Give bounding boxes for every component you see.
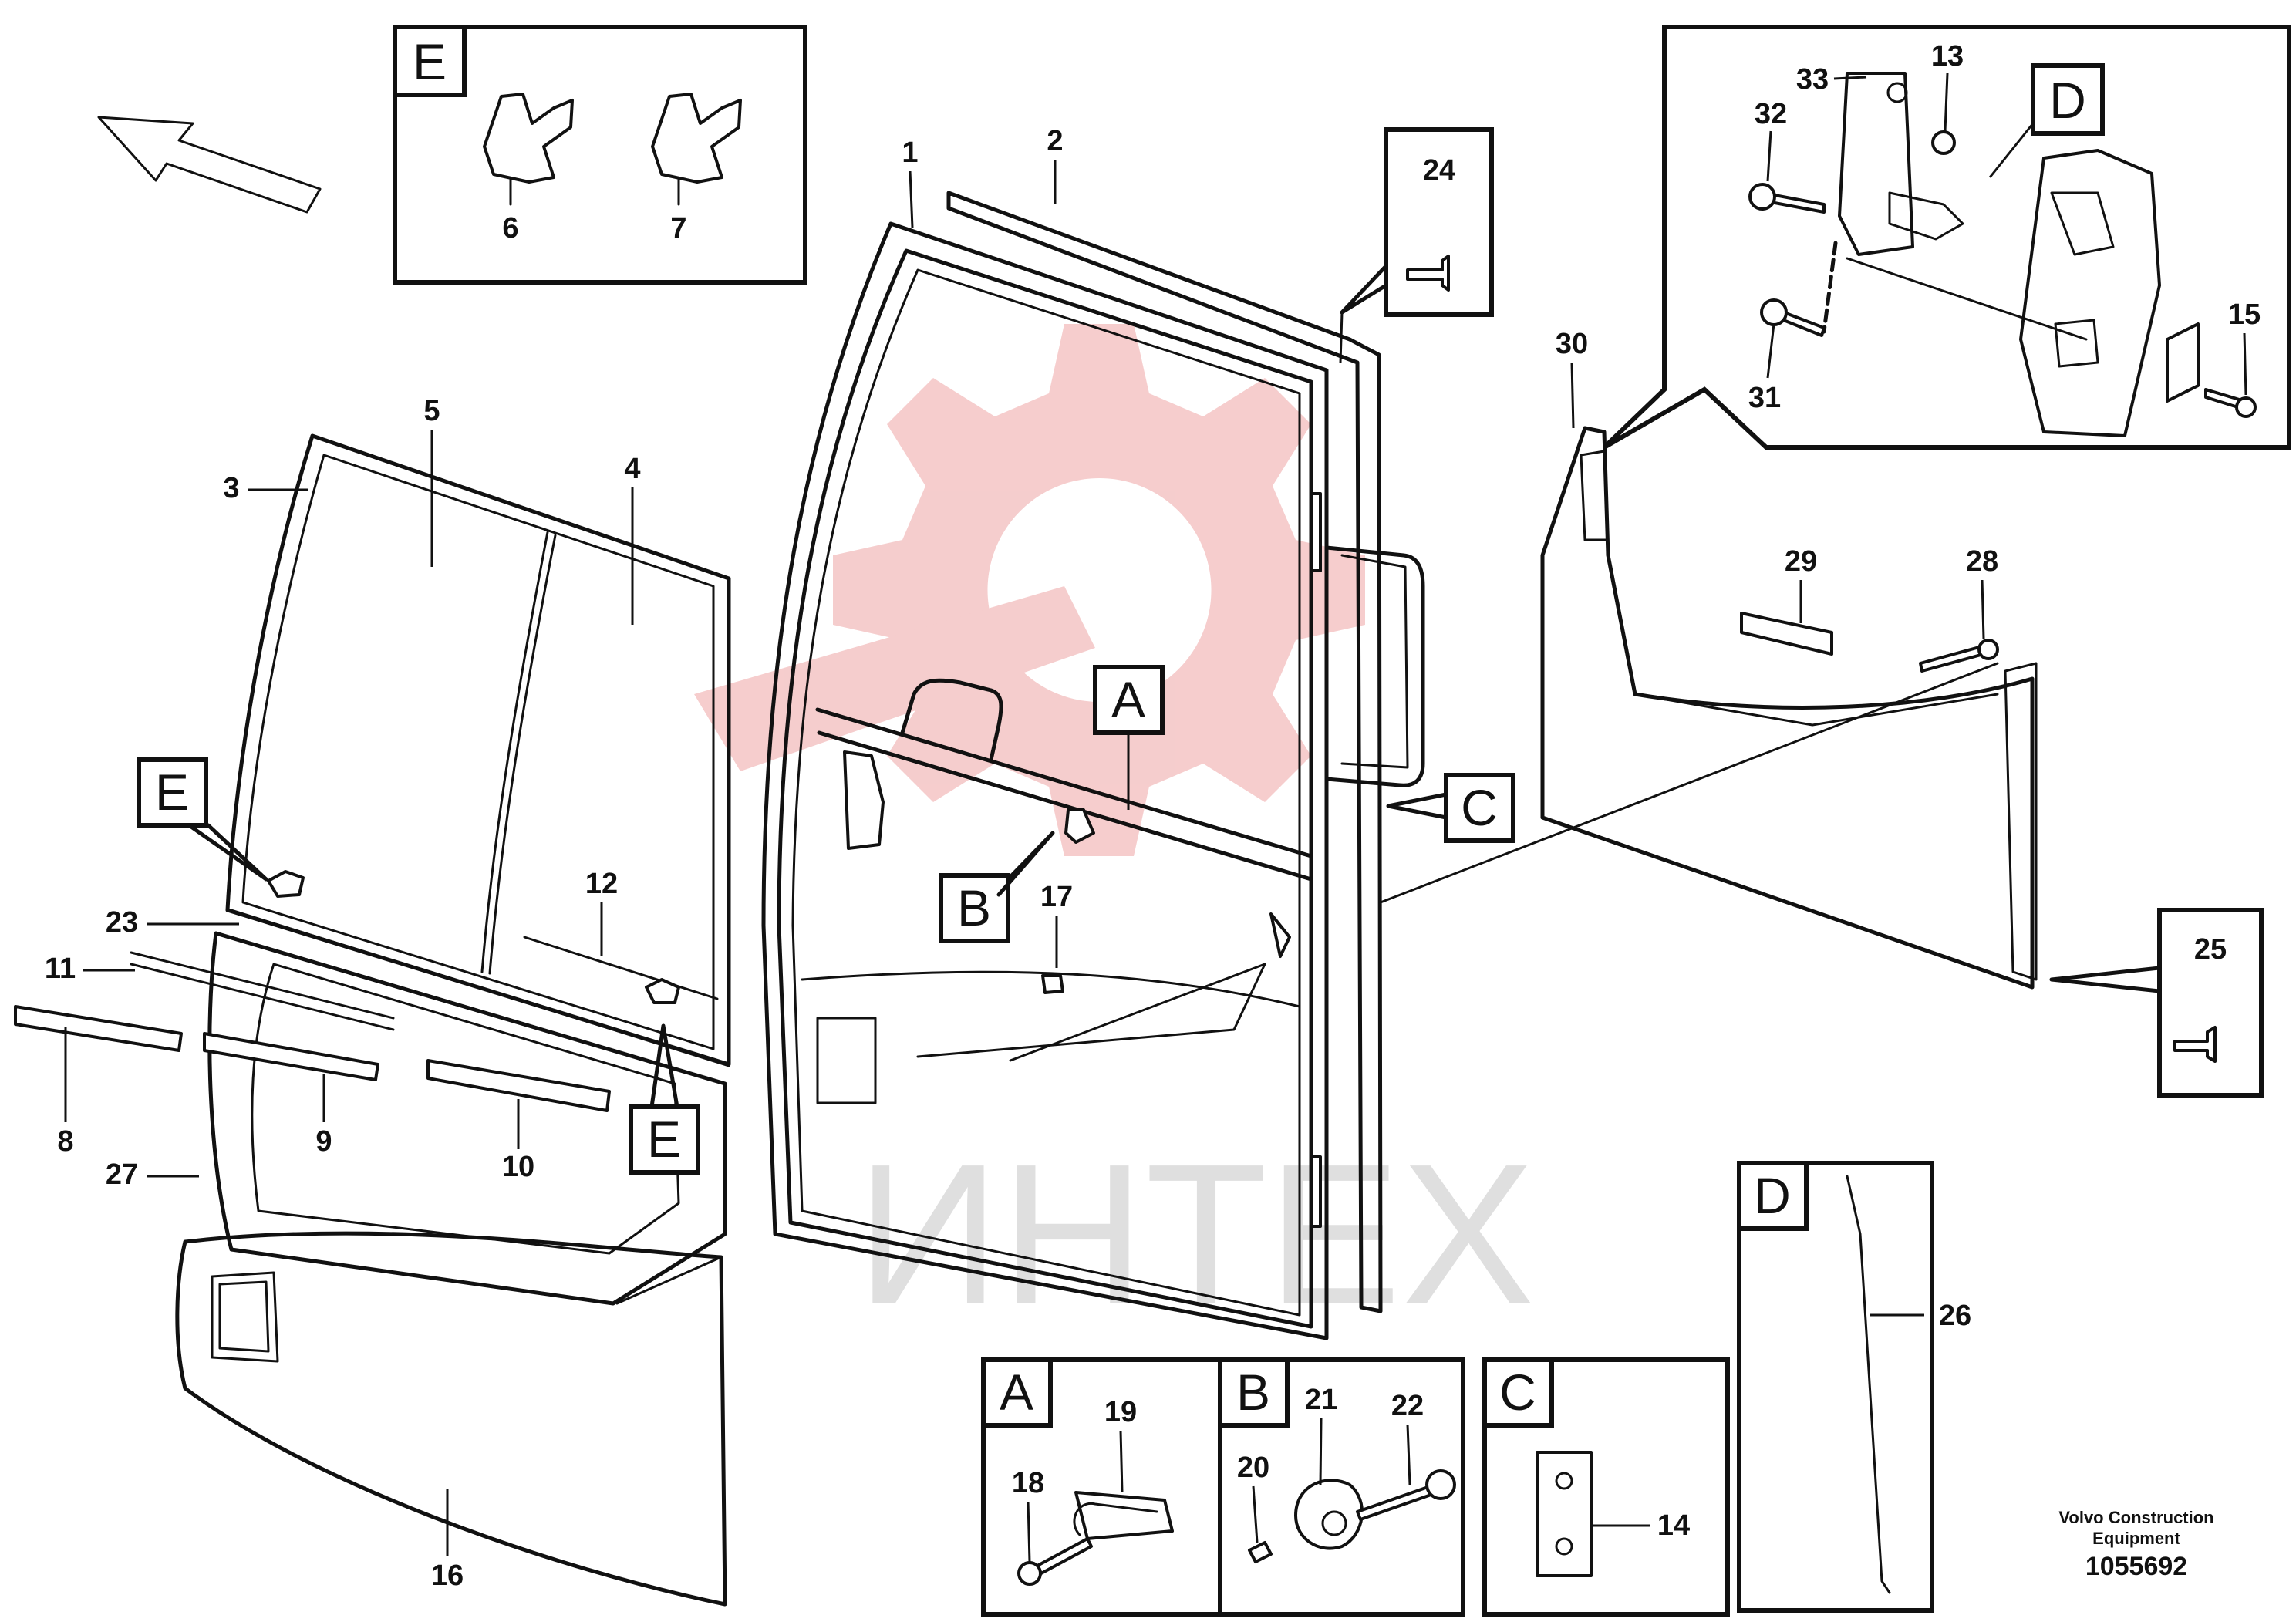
callout-20: 20 [1237,1452,1269,1484]
callout-14: 14 [1657,1509,1690,1542]
detail-box-c: C 14 [1482,1357,1730,1617]
tag-e-bottom: E [629,1023,700,1175]
callout-16: 16 [431,1560,464,1592]
callout-18: 18 [1012,1467,1044,1499]
handle-inner [900,678,1003,762]
callout-22: 22 [1391,1390,1424,1422]
detail-box-d-latch: D 33 [1602,25,2291,450]
callout-7: 7 [670,212,686,244]
callout-27: 27 [106,1158,138,1191]
screw-part-31 [1760,298,1826,337]
detail-box-e: E 6 7 [393,25,807,285]
callout-25: 25 [2194,933,2227,966]
detail-tag-label-e: E [155,764,189,821]
detail-tag-label-c: C [1461,779,1498,836]
direction-arrow-icon [97,116,322,214]
callout-32: 32 [1755,98,1787,130]
caption-maker-line1: Volvo Construction [2058,1508,2213,1527]
lower-panel-part-16 [175,1231,727,1607]
callout-13: 13 [1931,40,1964,73]
window-frame-part-3 [225,433,731,1067]
drawing-caption: Volvo Construction Equipment 1055692 [2058,1508,2213,1581]
callout-1: 1 [902,137,918,169]
tag-e-left: E [137,757,268,882]
detail-label-e: E [413,33,447,90]
strip-part-29 [1740,612,1833,656]
detail-tag-label-b: B [957,879,991,936]
watermark-text: ИНТЕХ [856,1123,1535,1347]
cover-panel [1540,426,2038,990]
bolt-part-32 [1748,183,1826,214]
plate-part-14 [1536,1451,1593,1577]
latch-bracket-part-30 [2019,149,2161,437]
lock-part-33 [1838,72,1964,256]
callout-33: 33 [1796,63,1829,96]
callout-5: 5 [423,395,440,427]
tag-c: C [1386,773,1515,843]
callout-17: 17 [1040,881,1073,913]
callout-9: 9 [315,1125,332,1158]
bolt-part-24 [1406,255,1450,292]
callout-23: 23 [106,906,138,939]
trim-strip-part-8 [14,1005,183,1052]
watermark-gear-icon [694,324,1365,856]
callout-30: 30 [1556,328,1588,360]
detail-label-a: A [1000,1364,1033,1421]
callout-26: 26 [1939,1300,1971,1332]
callout-15: 15 [2228,298,2261,331]
screw-part-28 [1919,639,1999,673]
detail-tag-label-e: E [647,1111,681,1168]
caption-maker-line2: Equipment [2092,1529,2180,1548]
clip-part-17 [1041,974,1064,994]
callout-12: 12 [585,868,618,900]
callout-28: 28 [1966,545,1998,578]
door-seal-part-2 [946,191,1383,1313]
clip-part-7 [651,93,742,206]
detail-label-d-rod: D [1754,1167,1791,1224]
callout-8: 8 [57,1125,73,1158]
door-frame-part-1 [761,221,1329,1340]
clip-part-6 [483,93,574,206]
callout-29: 29 [1785,545,1817,578]
inner-panel-part-27 [130,931,727,1306]
trim-strip-part-10 [426,1059,611,1112]
handle-outer [1324,545,1425,787]
callout-3: 3 [223,472,239,504]
callout-2: 2 [1047,125,1063,157]
callout-31: 31 [1748,382,1781,414]
callout-4: 4 [624,453,640,485]
detail-box-d-rod: D 26 [1737,1161,1971,1613]
detail-box-b: B 21 22 20 [1218,1357,1465,1617]
plate-part-15 [2166,322,2200,403]
detail-box-25: 25 [2049,908,2264,1098]
drawing-number: 1055692 [2085,1552,2187,1581]
trim-strip-part-9 [203,1032,379,1081]
detail-box-24: 24 [1339,127,1494,363]
callout-10: 10 [502,1151,534,1183]
nut-part-13 [1931,130,1956,155]
callout-24: 24 [1423,154,1455,187]
callout-19: 19 [1104,1396,1137,1428]
watermark: ИНТЕХ [694,324,1535,1347]
tag-b: B [939,831,1055,943]
screw-part-15 [2204,388,2257,418]
screw-part-18 [1017,1537,1093,1586]
bolt-part-25 [2173,1026,2217,1063]
detail-label-c: C [1499,1364,1536,1421]
detail-label-d: D [2049,72,2086,129]
bolt-part-22 [1356,1469,1456,1521]
callout-21: 21 [1305,1384,1337,1416]
detail-tag-label-a: A [1111,671,1145,728]
pin-part-20 [1248,1541,1273,1563]
tag-a: A [1093,665,1165,810]
callout-6: 6 [502,212,518,244]
callout-11: 11 [45,953,76,985]
bracket-part-19 [1073,1491,1174,1540]
knob-part-21 [1294,1479,1364,1550]
callout-labels: 1 2 3 4 5 8 9 10 11 12 16 17 23 27 28 29… [45,125,1998,1592]
rod-part-26 [1846,1175,1891,1594]
detail-label-b: B [1236,1364,1270,1421]
detail-box-a: A 19 18 [981,1357,1240,1617]
